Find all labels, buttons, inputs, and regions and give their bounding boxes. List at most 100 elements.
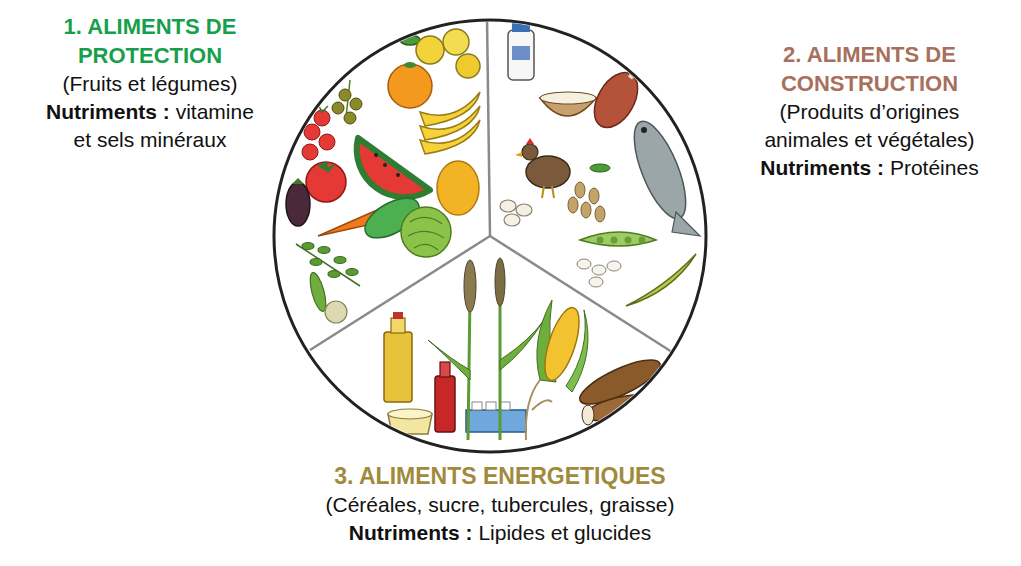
moringa-leaves-part (328, 271, 340, 278)
nutrient-line: Nutriments :Protéines (742, 154, 997, 182)
moringa-leaves-part (346, 269, 358, 276)
sector-dividers-part (487, 18, 490, 236)
pea-pods-part (626, 254, 696, 306)
nutrient-label: Nutriments : (349, 521, 473, 544)
lettuce-part (408, 217, 444, 250)
oil-bottle (384, 312, 412, 402)
orange-part (388, 64, 432, 108)
chicken-part (552, 186, 554, 198)
pea-pods-part (625, 237, 632, 244)
sector-dividers-part (310, 236, 490, 350)
watermelon-slice (357, 138, 430, 197)
beans-part (589, 277, 603, 287)
milk-bottle-part (512, 46, 530, 60)
construction-caption: 2. ALIMENTS DE CONSTRUCTION(Produits d’o… (742, 40, 997, 182)
bananas (420, 92, 480, 154)
millet-stalks-part (468, 296, 470, 440)
mango (437, 161, 479, 215)
cassava-part (585, 389, 668, 427)
cherry-tomatoes-part (304, 124, 320, 140)
beans-part (607, 261, 621, 271)
category-heading: 3. ALIMENTS ENERGETIQUES (150, 462, 850, 491)
beans-part (577, 259, 591, 269)
cassava-part (582, 405, 594, 425)
orange (388, 62, 432, 108)
eggs-part (516, 204, 532, 216)
milk-bottle-part (512, 23, 530, 32)
lettuce-part (401, 207, 451, 257)
sector-dividers (310, 18, 672, 352)
rice-stalk (526, 380, 552, 440)
oil-bottle-part (384, 332, 412, 402)
peanuts (568, 164, 610, 222)
lemons-part (416, 36, 444, 64)
peanuts-part (575, 182, 585, 198)
beans-part (592, 265, 606, 275)
tomato (306, 162, 346, 202)
corn-part (566, 310, 588, 392)
chicken-part (526, 156, 570, 188)
sugar-box-part (486, 402, 496, 410)
red-bottle (435, 362, 455, 432)
moringa-leaves (296, 243, 360, 287)
onion-part (325, 301, 347, 323)
watermelon-slice-part (357, 138, 430, 197)
peanuts-part (568, 197, 578, 213)
cassava (575, 352, 668, 427)
butter-dish (388, 409, 432, 434)
nutrient-value: Lipides et glucides (478, 521, 651, 544)
moringa-leaves-part (318, 247, 330, 254)
cherry-tomatoes-part (319, 134, 335, 150)
watermelon-slice-part (396, 173, 400, 177)
chicken-part (522, 144, 538, 160)
chicken-part (526, 138, 534, 144)
energy-caption: 3. ALIMENTS ENERGETIQUES(Céréales, sucre… (150, 462, 850, 547)
wheel-contents (286, 18, 700, 440)
eggplant-part (286, 182, 310, 226)
millet-stalks-part (464, 260, 476, 312)
fish (624, 115, 700, 236)
peanuts-part (590, 164, 610, 172)
eggs (500, 200, 532, 226)
fish-part (641, 127, 647, 133)
bowl (540, 92, 596, 116)
corn (537, 300, 588, 392)
onion (325, 301, 347, 323)
bananas-part (420, 120, 480, 154)
butter-dish-part (388, 409, 432, 419)
moringa-leaves-part (296, 244, 360, 286)
nutrient-label: Nutriments : (46, 100, 170, 123)
pea-pods-part (580, 232, 656, 246)
nutrient-line: Nutriments :vitamine et sels minéraux (43, 98, 257, 154)
millet-stalks-part (495, 258, 505, 306)
category-heading: 2. ALIMENTS DE CONSTRUCTION (742, 40, 997, 98)
bowl-part (540, 92, 596, 104)
pea-pods-part (639, 237, 646, 244)
orange-part (404, 62, 416, 68)
moringa-leaves-part (310, 259, 322, 266)
chicken-part (542, 186, 544, 198)
beans (577, 259, 621, 287)
sugar-box (466, 402, 526, 432)
watermelon-slice-part (374, 153, 378, 157)
pea-pods-part (611, 237, 618, 244)
category-foods: (Fruits et légumes) (43, 70, 257, 98)
eggplant-part (292, 178, 304, 184)
tomato-part (318, 162, 334, 172)
pea-pods-part (597, 237, 604, 244)
peanuts-part (589, 188, 599, 204)
chicken-part (515, 152, 522, 157)
mango-part (437, 161, 479, 215)
chicken (515, 138, 570, 198)
milk-bottle (508, 23, 534, 80)
red-bottle-part (440, 362, 450, 377)
eggplant (286, 178, 310, 226)
lemons-part (456, 54, 480, 78)
nutrient-value: Protéines (890, 156, 979, 179)
lemons-part (443, 29, 469, 55)
ham-part (630, 62, 642, 78)
lettuce (401, 207, 451, 257)
rice-stalk-part (532, 400, 552, 410)
fish-part (672, 212, 700, 236)
pea-pods (580, 232, 696, 306)
